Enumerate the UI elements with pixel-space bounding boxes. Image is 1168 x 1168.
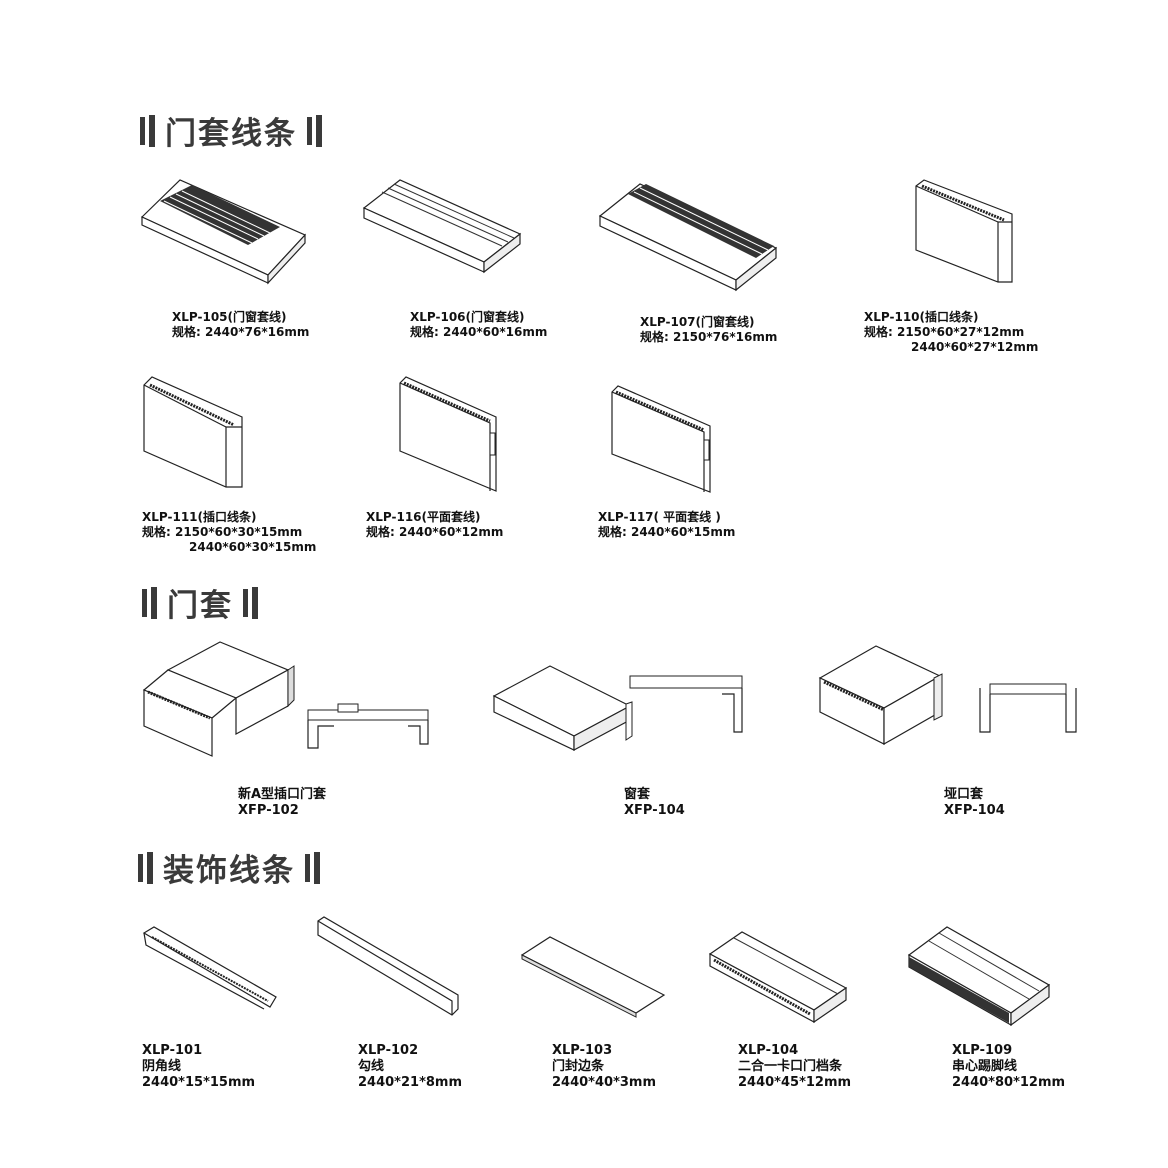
decor-code: XLP-103 — [552, 1043, 613, 1058]
moulding-image-xlp111 — [140, 375, 250, 490]
moulding-caption-xlp117: XLP-117( 平面套线 ) 规格: 2440*60*15mm — [598, 510, 735, 540]
moulding-spec: 规格: 2150*60*27*12mm — [864, 325, 1025, 339]
decor-image-xlp109 — [905, 925, 1055, 1030]
section-heading: 装饰线条 — [163, 853, 295, 889]
moulding-caption-xlp105: XLP-105(门窗套线) 规格: 2440*76*16mm — [172, 310, 309, 340]
moulding-spec: 规格: 2150*60*30*15mm — [142, 525, 303, 539]
decor-caption-xlp101: XLP-101 阴角线 2440*15*15mm — [142, 1043, 255, 1091]
frame-name: 新A型插口门套 — [238, 787, 327, 802]
decor-caption-xlp102: XLP-102 勾线 2440*21*8mm — [358, 1043, 462, 1091]
moulding-spec-2: 2440*60*30*15mm — [189, 540, 317, 554]
section-title-frames: 门套 — [142, 580, 258, 625]
moulding-image-xlp107 — [598, 180, 783, 295]
decor-caption-xlp104: XLP-104 二合一卡口门档条 2440*45*12mm — [738, 1043, 851, 1091]
moulding-spec: 规格: 2440*60*12mm — [366, 525, 504, 539]
moulding-image-xlp116 — [396, 375, 506, 495]
title-bars-left-icon — [138, 851, 153, 884]
moulding-code: XLP-105(门窗套线) — [172, 310, 287, 324]
decor-image-xlp101 — [140, 925, 285, 1010]
moulding-code: XLP-111(插口线条) — [142, 510, 257, 524]
moulding-caption-xlp106: XLP-106(门窗套线) 规格: 2440*60*16mm — [410, 310, 547, 340]
decor-code: XLP-109 — [952, 1043, 1013, 1058]
decor-spec: 2440*21*8mm — [358, 1075, 463, 1090]
moulding-image-xlp105 — [140, 175, 310, 285]
moulding-code: XLP-117( 平面套线 ) — [598, 510, 721, 524]
decor-spec: 2440*45*12mm — [738, 1075, 852, 1090]
moulding-image-xlp117 — [608, 384, 718, 494]
title-bars-left-icon — [140, 114, 155, 147]
moulding-code: XLP-107(门窗套线) — [640, 315, 755, 329]
title-bars-right-icon — [243, 586, 258, 619]
decor-caption-xlp103: XLP-103 门封边条 2440*40*3mm — [552, 1043, 656, 1091]
moulding-spec: 规格: 2440*60*15mm — [598, 525, 736, 539]
moulding-code: XLP-106(门窗套线) — [410, 310, 525, 324]
frame-image-xfp102 — [138, 640, 438, 760]
moulding-spec-2: 2440*60*27*12mm — [911, 340, 1039, 354]
decor-spec: 2440*80*12mm — [952, 1075, 1066, 1090]
moulding-caption-xlp110: XLP-110(插口线条) 规格: 2150*60*27*12mm 2440*6… — [864, 310, 1038, 355]
moulding-spec: 规格: 2150*76*16mm — [640, 330, 778, 344]
decor-caption-xlp109: XLP-109 串心踢脚线 2440*80*12mm — [952, 1043, 1065, 1091]
decor-name: 门封边条 — [552, 1059, 605, 1074]
title-bars-right-icon — [307, 114, 322, 147]
frame-image-window — [490, 664, 750, 754]
title-bars-left-icon — [142, 586, 157, 619]
decor-name: 串心踢脚线 — [952, 1059, 1018, 1074]
decor-name: 阴角线 — [142, 1059, 182, 1074]
section-title-mouldings: 门套线条 — [140, 108, 322, 153]
decor-code: XLP-102 — [358, 1043, 419, 1058]
frame-caption-xfp102: 新A型插口门套 XFP-102 — [238, 787, 326, 819]
moulding-caption-xlp111: XLP-111(插口线条) 规格: 2150*60*30*15mm 2440*6… — [142, 510, 316, 555]
frame-name: 窗套 — [624, 787, 651, 802]
moulding-image-xlp106 — [362, 178, 532, 278]
section-heading: 门套线条 — [165, 116, 297, 152]
moulding-caption-xlp116: XLP-116(平面套线) 规格: 2440*60*12mm — [366, 510, 503, 540]
decor-name: 二合一卡口门档条 — [738, 1059, 843, 1074]
section-title-decor: 装饰线条 — [138, 845, 320, 890]
decor-code: XLP-104 — [738, 1043, 799, 1058]
frame-image-opening — [814, 640, 1084, 750]
section-heading: 门套 — [167, 588, 233, 624]
decor-code: XLP-101 — [142, 1043, 203, 1058]
decor-spec: 2440*40*3mm — [552, 1075, 657, 1090]
moulding-spec: 规格: 2440*60*16mm — [410, 325, 548, 339]
moulding-image-xlp110 — [912, 178, 1022, 288]
decor-spec: 2440*15*15mm — [142, 1075, 256, 1090]
decor-image-xlp102 — [316, 915, 466, 1025]
moulding-code: XLP-116(平面套线) — [366, 510, 481, 524]
decor-image-xlp104 — [706, 930, 851, 1025]
decor-image-xlp103 — [520, 935, 670, 1020]
decor-name: 勾线 — [358, 1059, 385, 1074]
moulding-code: XLP-110(插口线条) — [864, 310, 979, 324]
title-bars-right-icon — [305, 851, 320, 884]
frame-code: XFP-102 — [238, 803, 299, 818]
frame-code: XFP-104 — [944, 803, 1005, 818]
frame-caption-window: 窗套 XFP-104 — [624, 787, 685, 819]
moulding-spec: 规格: 2440*76*16mm — [172, 325, 310, 339]
frame-caption-opening: 垭口套 XFP-104 — [944, 787, 1005, 819]
frame-code: XFP-104 — [624, 803, 685, 818]
frame-name: 垭口套 — [944, 787, 984, 802]
moulding-caption-xlp107: XLP-107(门窗套线) 规格: 2150*76*16mm — [640, 315, 777, 345]
